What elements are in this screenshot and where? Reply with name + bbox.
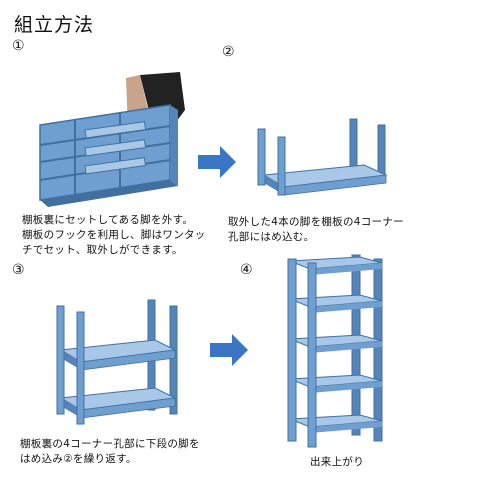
step-1-illustration: [39, 72, 185, 207]
step-1-caption: 棚板裏にセットしてある脚を外す。 棚板のフックを利用し、脚はワンタッ チでセット…: [22, 214, 206, 256]
step-4-caption: 出来上がり: [310, 456, 364, 468]
step-4-illustration: [287, 254, 383, 448]
step-2-number: ②: [222, 44, 235, 60]
step-3-number: ③: [12, 262, 25, 278]
step-3-caption: 棚板裏の4コーナー孔部に下段の脚を はめ込み②を繰り返す。: [20, 438, 200, 465]
page-title: 組立方法: [14, 14, 95, 36]
step-4-number: ④: [240, 262, 253, 278]
step-2-caption: 取外した4本の脚を棚板の4コーナー 孔部にはめ込む。: [228, 216, 404, 243]
step-3-illustration: [56, 299, 178, 425]
arrow-right-icon: [210, 334, 248, 366]
step-1-number: ①: [12, 38, 25, 54]
arrow-right-icon: [198, 146, 236, 178]
step-2-illustration: [257, 118, 388, 196]
